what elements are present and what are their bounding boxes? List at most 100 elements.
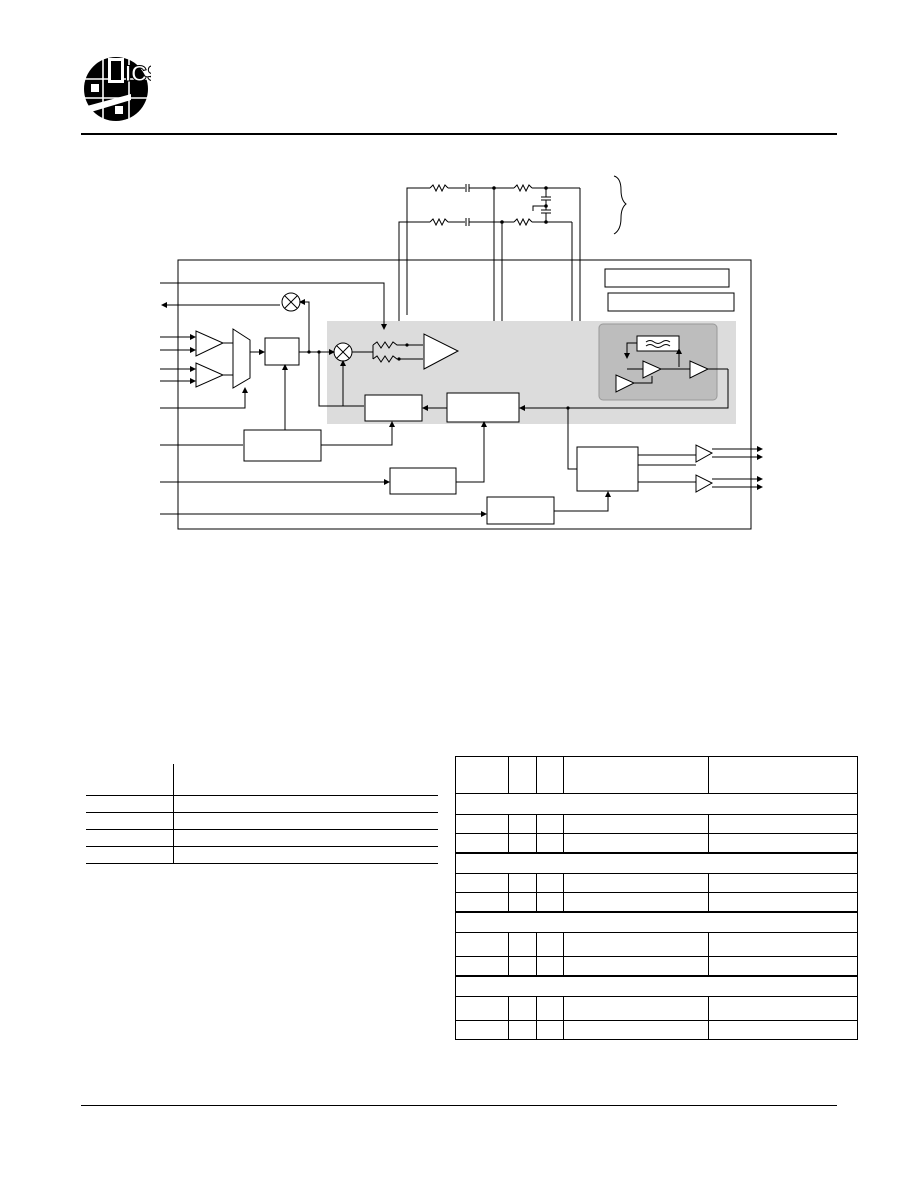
divider-block — [264, 337, 300, 366]
table-cell — [535, 833, 564, 853]
table-row — [86, 845, 438, 864]
header-cell — [535, 756, 564, 794]
table-cell — [507, 1020, 537, 1040]
configuration-table — [455, 756, 858, 1040]
table-cell — [507, 996, 537, 1021]
table-cell — [455, 996, 509, 1021]
table-cell — [562, 996, 710, 1021]
input-lines — [160, 282, 487, 517]
table-row — [86, 794, 438, 813]
table-row — [455, 996, 858, 1021]
table-cell — [535, 956, 564, 976]
chip-boundary — [177, 259, 752, 530]
table-row — [455, 833, 858, 853]
table-cell — [507, 892, 537, 912]
table-group-row — [455, 793, 858, 815]
table-row — [455, 873, 858, 893]
table-row — [455, 892, 858, 912]
table-cell — [708, 873, 858, 893]
table-header-row — [86, 764, 438, 796]
footer-rule — [81, 1105, 837, 1106]
table-cell — [86, 828, 173, 847]
table-cell — [455, 892, 509, 912]
table-cell — [86, 794, 173, 813]
header-cell — [455, 756, 509, 794]
table-cell — [708, 814, 858, 834]
table-cell — [708, 932, 858, 957]
table-cell — [562, 956, 710, 976]
block-diagram — [160, 175, 763, 530]
pin-description-table — [86, 764, 438, 864]
table-cell — [172, 845, 438, 864]
table-row — [86, 811, 438, 830]
output-divider-block — [576, 446, 639, 492]
table-cell — [507, 932, 537, 957]
table-group-row — [455, 974, 858, 997]
table-cell — [86, 845, 173, 864]
header-rule — [81, 133, 837, 135]
table-cell — [172, 794, 438, 813]
table-cell — [708, 892, 858, 912]
header-cell — [86, 764, 173, 796]
table-cell — [535, 932, 564, 957]
table-cell — [708, 833, 858, 853]
table-cell — [562, 892, 710, 912]
table-cell — [172, 811, 438, 830]
header-cell — [562, 756, 710, 794]
input-buffers — [195, 330, 225, 388]
table-row — [455, 956, 858, 976]
table-cell — [86, 811, 173, 830]
table-cell — [455, 873, 509, 893]
group-label — [455, 974, 858, 997]
table-cell — [455, 932, 509, 957]
table-cell — [708, 956, 858, 976]
logo-text: ICS — [125, 61, 151, 86]
group-label — [455, 851, 858, 874]
table-cell — [507, 814, 537, 834]
table-group-row — [455, 910, 858, 933]
table-cell — [562, 873, 710, 893]
header-cell — [708, 756, 858, 794]
label-box-1 — [604, 268, 730, 288]
table-cell — [507, 833, 537, 853]
table-cell — [708, 1020, 858, 1040]
table-cell — [455, 956, 509, 976]
table-header-row — [455, 756, 858, 794]
table-cell — [535, 1020, 564, 1040]
table-row — [455, 932, 858, 957]
input-resistors — [372, 341, 423, 363]
feedback-block-a — [364, 394, 423, 422]
table-cell — [535, 814, 564, 834]
table-cell — [455, 1020, 509, 1040]
table-row — [455, 1020, 858, 1040]
table-cell — [562, 1020, 710, 1040]
table-cell — [535, 873, 564, 893]
table-cell — [562, 932, 710, 957]
table-cell — [708, 996, 858, 1021]
header-cell — [507, 756, 537, 794]
table-cell — [507, 873, 537, 893]
label-box-2 — [607, 292, 735, 312]
table-cell — [535, 892, 564, 912]
table-row — [455, 814, 858, 834]
header-cell — [172, 764, 438, 796]
input-mux — [232, 328, 251, 389]
loop-amplifier — [423, 333, 460, 370]
table-cell — [455, 833, 509, 853]
group-label — [455, 910, 858, 933]
junction-dots — [492, 186, 548, 224]
table-cell — [507, 956, 537, 976]
control-block — [243, 429, 322, 462]
table-cell — [455, 814, 509, 834]
table-row — [86, 828, 438, 847]
table-cell — [172, 828, 438, 847]
table-cell — [562, 814, 710, 834]
feedback-block-b — [446, 392, 520, 423]
select-block-b — [486, 496, 555, 525]
group-label — [455, 793, 858, 815]
output-drivers — [695, 444, 714, 493]
company-logo: ICS — [81, 54, 151, 122]
table-cell — [562, 833, 710, 853]
table-cell — [535, 996, 564, 1021]
select-block-a — [389, 467, 457, 495]
